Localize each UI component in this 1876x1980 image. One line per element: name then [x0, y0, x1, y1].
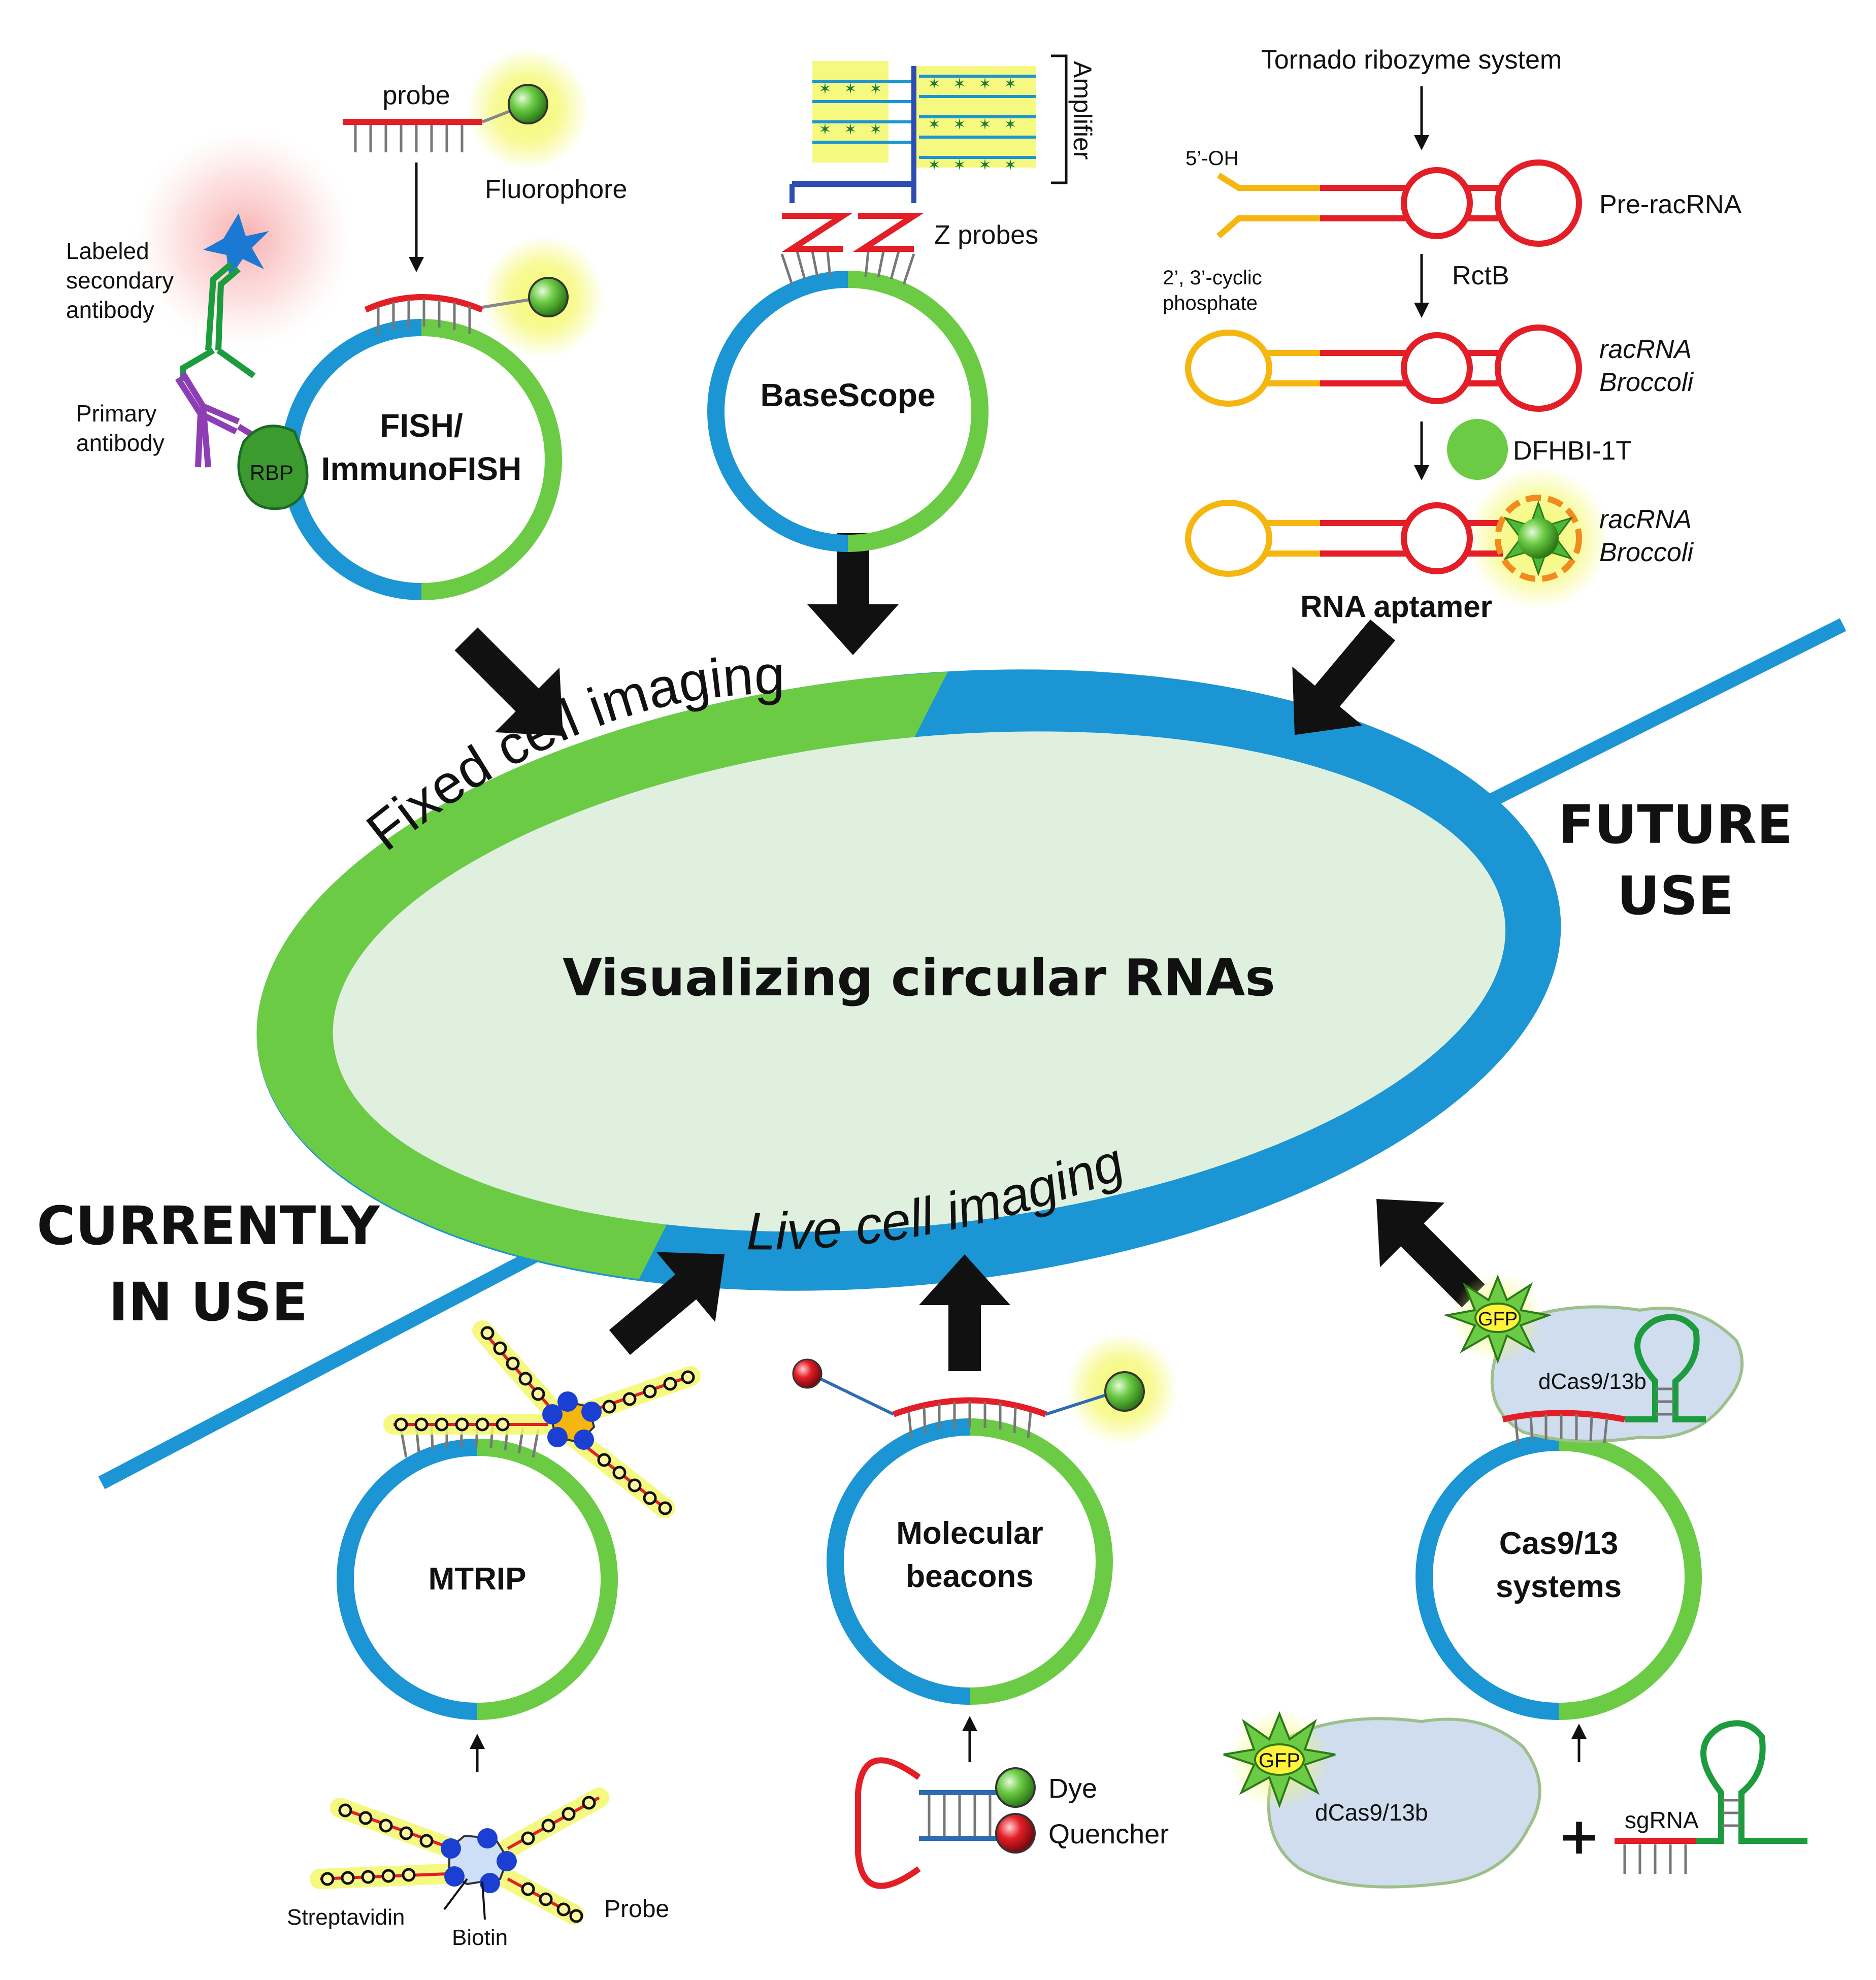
racrna-label-1: racRNA [1599, 335, 1692, 364]
biotin-label: Biotin [452, 1925, 508, 1950]
secondary-antibody-icon [180, 262, 256, 381]
amplifier-icon: ✶ ✶ ✶ ✶ ✶ ✶ ✶ ✶ ✶ ✶ ✶ ✶ ✶ ✶ ✶ ✶ ✶ ✶ [812, 61, 1036, 184]
future-use-line2: USE [1617, 865, 1734, 927]
svg-text:✶: ✶ [978, 156, 991, 174]
svg-text:✶: ✶ [953, 156, 966, 174]
svg-text:✶: ✶ [928, 75, 940, 93]
streptavidin-label: Streptavidin [287, 1905, 405, 1930]
gfp-label-free: GFP [1259, 1749, 1300, 1772]
arrow-beacons [919, 1254, 1010, 1371]
rna-aptamer-label: RNA aptamer [1300, 590, 1492, 624]
arrow-aptamer [1292, 619, 1396, 735]
svg-text:✶: ✶ [869, 80, 882, 98]
divider-line-upper [1443, 618, 1847, 829]
dye-icon-top [1104, 1371, 1145, 1412]
fluorophore-icon-bound [528, 277, 569, 317]
labeled-secondary-line1: Labeled [66, 238, 149, 264]
fish-name-line2: ImmunoFISH [321, 450, 522, 487]
sgrna-label: sgRNA [1625, 1807, 1699, 1833]
arrow-basescope [807, 533, 899, 655]
currently-in-use-line1: CURRENTLY [37, 1195, 380, 1257]
cas-name-line1: Cas9/13 [1499, 1526, 1618, 1561]
fish-panel: FISH/ ImmunoFISH probe Fluorophore Label… [66, 48, 627, 600]
svg-text:✶: ✶ [928, 156, 940, 174]
fish-fluorophore-label: Fluorophore [485, 175, 627, 204]
plus-sign: + [1558, 1806, 1600, 1866]
dcas-blob-bound [1490, 1305, 1744, 1443]
z-probe-icon [781, 213, 925, 252]
primary-antibody-line2: antibody [76, 430, 164, 456]
currently-in-use-line2: IN USE [109, 1271, 308, 1333]
cas-panel: Cas9/13 systems GFP dCas9/13b GFP dCas9/… [1223, 1272, 1807, 1889]
streptavidin-biotin-icon [441, 1828, 517, 1893]
dcas-label-bound: dCas9/13b [1538, 1369, 1647, 1394]
amplifier-label: Amplifier [1068, 61, 1097, 159]
broccoli-label-1: Broccoli [1599, 368, 1694, 397]
mtrip-panel: MTRIP [287, 1320, 701, 1950]
racrna-label-2: racRNA [1599, 505, 1692, 534]
rctb-label: RctB [1452, 261, 1509, 290]
future-use-line1: FUTURE [1558, 794, 1793, 856]
svg-text:✶: ✶ [1004, 156, 1016, 174]
svg-text:✶: ✶ [844, 80, 857, 98]
broccoli-label-2: Broccoli [1599, 538, 1694, 567]
rbp-shape [237, 425, 309, 510]
fish-name-line1: FISH/ [380, 407, 463, 444]
beacons-name-line2: beacons [906, 1559, 1034, 1594]
svg-text:✶: ✶ [928, 116, 940, 134]
arrow-cas [1376, 1199, 1485, 1308]
pre-racrna-label: Pre-racRNA [1599, 190, 1742, 219]
beacons-panel: Molecular beacons Dye Quencher [792, 1333, 1178, 1889]
svg-text:✶: ✶ [844, 121, 857, 139]
gfp-label-bound: GFP [1478, 1309, 1518, 1330]
primary-antibody-icon [175, 371, 266, 468]
basescope-panel: BaseScope Z probes [707, 54, 1097, 552]
dfhbi-dye-icon [1447, 419, 1508, 480]
big-arrows [454, 533, 1485, 1371]
beacon-hairpin-icon [855, 1757, 921, 1889]
center-title: Visualizing circular RNAs [563, 948, 1275, 1008]
quencher-icon [995, 1813, 1036, 1854]
svg-text:✶: ✶ [953, 75, 966, 93]
star-label-icon [203, 213, 269, 278]
basescope-name: BaseScope [760, 377, 935, 413]
svg-text:✶: ✶ [1004, 116, 1016, 134]
arrow-fish [454, 627, 563, 736]
svg-text:✶: ✶ [818, 80, 831, 98]
sgrna-hairpin-bound [1625, 1314, 1706, 1422]
quencher-icon-top [792, 1358, 822, 1389]
svg-text:✶: ✶ [818, 121, 831, 139]
dcas-label-free: dCas9/13b [1315, 1799, 1428, 1826]
central-ellipse [256, 669, 1561, 1291]
labeled-secondary-line2: secondary [66, 267, 174, 294]
primary-antibody-line1: Primary [76, 400, 156, 427]
beacons-name-line1: Molecular [896, 1516, 1043, 1551]
fish-probe-label: probe [383, 81, 450, 110]
svg-text:✶: ✶ [953, 116, 966, 134]
mtrip-name: MTRIP [429, 1562, 526, 1597]
fluorophore-icon [508, 84, 548, 124]
tornado-title: Tornado ribozyme system [1261, 45, 1562, 75]
cyclic-line2: phosphate [1163, 292, 1258, 314]
aptamer-panel: Tornado ribozyme system 5’-OH Pre-racRNA… [1163, 45, 1742, 624]
svg-text:✶: ✶ [978, 75, 991, 93]
dfhbi-label: DFHBI-1T [1513, 436, 1632, 466]
cas-name-line2: systems [1496, 1569, 1622, 1604]
labeled-secondary-line3: antibody [66, 297, 154, 323]
rbp-label: RBP [250, 461, 293, 484]
sgrna-hairpin-free [1696, 1720, 1807, 1844]
quencher-label: Quencher [1048, 1819, 1169, 1849]
svg-text:✶: ✶ [1004, 75, 1016, 93]
dcas-blob-free [1267, 1717, 1541, 1889]
svg-text:✶: ✶ [978, 116, 991, 134]
z-probes-label: Z probes [934, 220, 1038, 250]
cyclic-line1: 2’, 3’-cyclic [1163, 267, 1262, 289]
dye-icon [995, 1767, 1036, 1808]
dye-label: Dye [1048, 1773, 1097, 1804]
mtrip-probe-label: Probe [604, 1896, 669, 1923]
oh-label: 5’-OH [1186, 147, 1238, 170]
svg-text:✶: ✶ [869, 121, 882, 139]
arrow-mtrip [609, 1252, 725, 1355]
